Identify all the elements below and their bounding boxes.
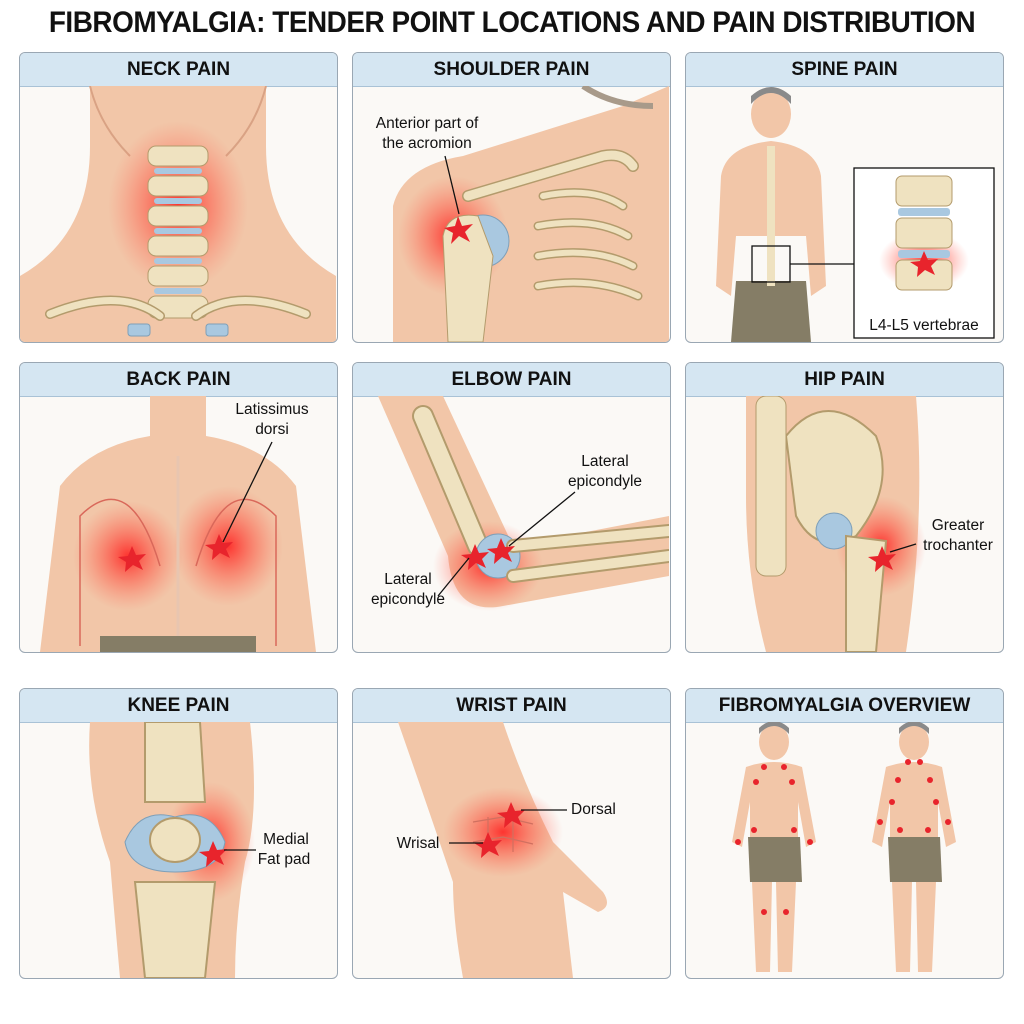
tender-point-star — [444, 216, 473, 244]
hip-illustration: Greater trochanter — [746, 396, 993, 652]
panel-wrist-pain: WRIST PAIN Dorsal Wrisal — [352, 688, 671, 979]
overview-illustration — [732, 722, 956, 972]
elbow-label-4: epicondyle — [371, 591, 445, 608]
shoulder-label-1: Anterior part of — [376, 115, 479, 132]
page-title: FIBROMYALGIA: TENDER POINT LOCATIONS AND… — [48, 6, 976, 39]
tender-point-star — [199, 841, 227, 867]
spine-illustration: L4-L5 vertebrae — [716, 87, 995, 342]
panel-spine-pain: SPINE PAIN L4-L5 vertebrae — [685, 52, 1004, 343]
tender-point-star — [868, 546, 896, 572]
tender-point-star — [497, 802, 525, 828]
elbow-label-2: epicondyle — [568, 473, 642, 490]
back-label-1: Latissimus — [235, 401, 308, 418]
panel-back-pain: BACK PAIN Latissimus dorsi — [19, 362, 338, 653]
wrist-label-2: Wrisal — [397, 835, 440, 852]
elbow-label-1: Lateral — [581, 453, 628, 470]
panel-hip-pain: HIP PAIN Greater trochanter — [685, 362, 1004, 653]
hip-label-1: Greater — [932, 517, 985, 534]
panel-title: BACK PAIN — [20, 363, 337, 397]
hip-label-2: trochanter — [923, 537, 993, 554]
panel-title: WRIST PAIN — [353, 689, 670, 723]
wrist-illustration: Dorsal Wrisal — [397, 722, 616, 978]
shoulder-illustration: Anterior part of the acromion — [376, 86, 669, 342]
back-figure — [872, 722, 956, 972]
knee-label-1: Medial — [263, 831, 309, 848]
front-figure — [732, 722, 816, 972]
wrist-label-1: Dorsal — [571, 801, 616, 818]
tender-point-star — [461, 544, 489, 570]
spine-label: L4-L5 vertebrae — [869, 317, 978, 334]
tender-point-star — [205, 534, 233, 560]
back-illustration: Latissimus dorsi — [40, 396, 316, 652]
neck-illustration — [20, 86, 336, 342]
knee-label-2: Fat pad — [258, 851, 311, 868]
back-label-2: dorsi — [255, 421, 289, 438]
panel-title: ELBOW PAIN — [353, 363, 670, 397]
panel-neck-pain: NECK PAIN — [19, 52, 338, 343]
knee-illustration: Medial Fat pad — [89, 722, 311, 978]
panel-elbow-pain: ELBOW PAIN Lateral epicondyle Lateral ep… — [352, 362, 671, 653]
tender-point-star — [487, 538, 515, 564]
panel-title: HIP PAIN — [686, 363, 1003, 397]
panel-title: SHOULDER PAIN — [353, 53, 670, 87]
cervical-spine — [147, 145, 209, 319]
panel-title: FIBROMYALGIA OVERVIEW — [686, 689, 1003, 723]
panel-shoulder-pain: SHOULDER PAIN Anterior part of the acrom… — [352, 52, 671, 343]
shoulder-label-2: the acromion — [382, 135, 472, 152]
tender-point-star — [910, 251, 938, 277]
elbow-illustration: Lateral epicondyle Lateral epicondyle — [371, 396, 669, 611]
panel-title: NECK PAIN — [20, 53, 337, 87]
elbow-label-3: Lateral — [384, 571, 431, 588]
tender-point-star — [118, 546, 146, 572]
panel-title: SPINE PAIN — [686, 53, 1003, 87]
panel-knee-pain: KNEE PAIN Medial Fat pad — [19, 688, 338, 979]
panel-fibromyalgia-overview: FIBROMYALGIA OVERVIEW — [685, 688, 1004, 979]
panel-title: KNEE PAIN — [20, 689, 337, 723]
tender-point-star — [474, 832, 502, 858]
